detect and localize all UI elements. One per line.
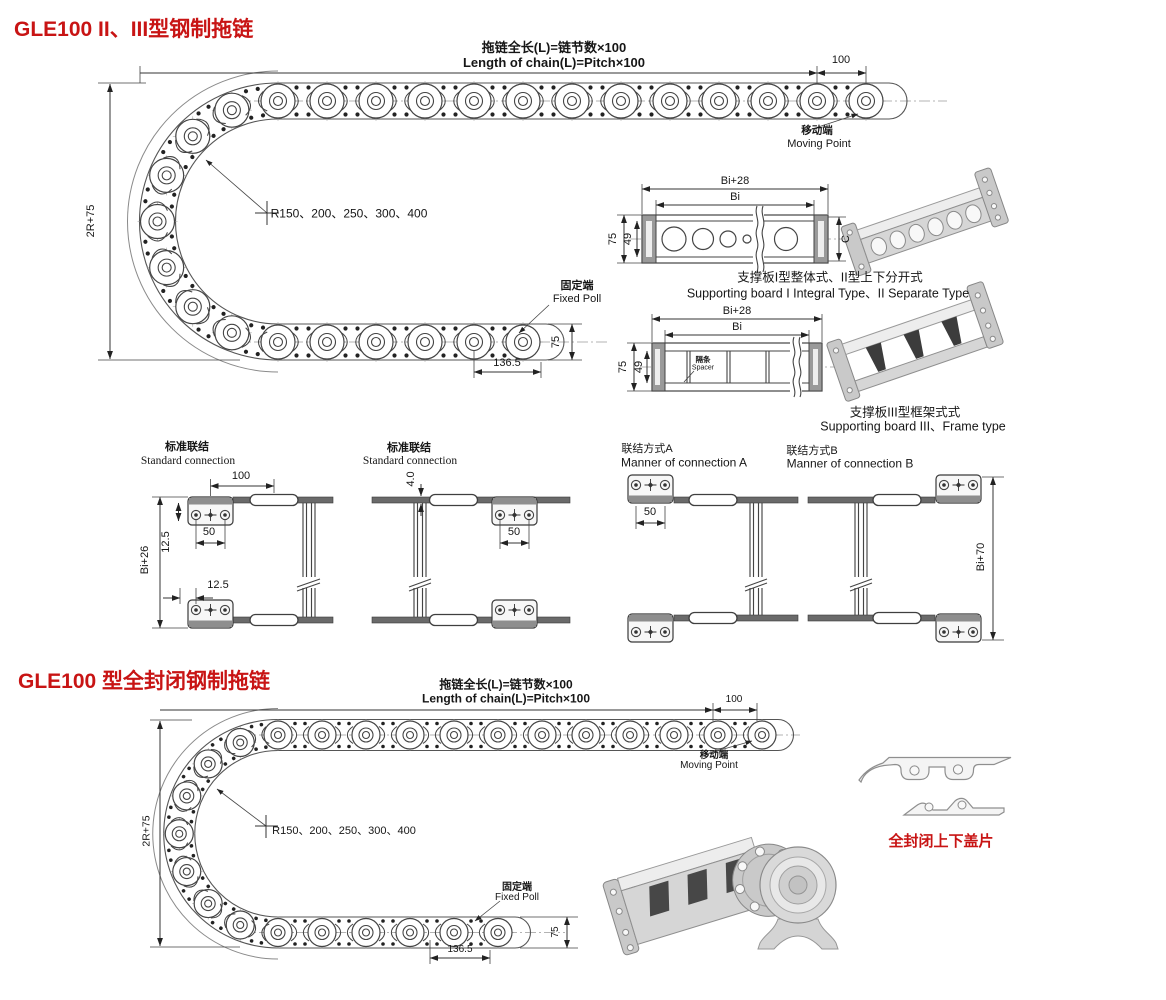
dim-pitch-100: 100 [831,54,851,67]
manner-b-cn: 联结方式B [786,445,838,458]
cs1-caption-cn: 支撑板I型整体式、II型上下分开式 [737,270,923,285]
cross-section-type3 [627,314,835,398]
cross-section-type1 [617,184,846,273]
dim-125-rot: 12.5 [160,531,173,553]
dim-136-5-2: 136.5 [447,943,473,955]
photo-support-board-integral [840,167,1009,277]
dim-40: 4.0 [405,471,418,487]
cs2-dim-bi28: Bi+28 [722,305,752,318]
photo-enclosed-chain [602,836,839,956]
cs1-dim-c: C [840,235,853,243]
cs2-dim-bi: Bi [732,321,742,334]
bend-radii-note: R150、200、250、300、400 [270,206,428,221]
fixed-point-en-2: Fixed Poll [495,891,539,903]
chain-length-label-en: Length of chain(L)=Pitch×100 [462,55,646,71]
cover-caption: 全封闭上下盖片 [888,833,994,851]
moving-point-en-2: Moving Point [680,759,738,771]
chain-length-label-en-2: Length of chain(L)=Pitch×100 [421,691,591,706]
photo-support-board-frame [826,281,1004,402]
moving-point-en: Moving Point [787,138,851,151]
std-connection-1-en: Standard connection [140,454,236,467]
chain-length-label-cn: 拖链全长(L)=链节数×100 [481,40,627,56]
dim-bi70: Bi+70 [975,542,988,572]
cs2-dim-75: 75 [617,360,630,374]
cover-profiles-drawing [858,756,1012,816]
std-connection-2-en: Standard connection [362,454,458,467]
moving-point-cn: 移动端 [801,124,833,137]
chain-length-label-cn-2: 拖链全长(L)=链节数×100 [439,677,573,692]
cs2-spacer-cn: 隔条 [695,355,711,365]
dim-50-d2: 50 [507,526,521,539]
cs2-spacer-en: Spacer [691,364,715,372]
diagram-connection-manner-a [627,474,799,643]
dim-100-connection: 100 [231,470,251,483]
cs2-caption-en: Supporting board III、Frame type [820,419,1006,434]
manner-a-en: Manner of connection A [620,455,748,470]
dim-75-2: 75 [549,926,561,938]
chain-drawing-top [127,70,947,373]
bend-radii-note-2: R150、200、250、300、400 [272,825,416,838]
dim-50-d1: 50 [202,526,216,539]
cs1-dim-49: 49 [622,232,635,246]
cs1-dim-bi28: Bi+28 [720,175,750,188]
cs1-caption-en: Supporting board I Integral Type、II Sepa… [686,286,970,301]
dimensions-top-chain [98,66,867,378]
cs1-dim-bi: Bi [730,191,740,204]
manner-a-cn: 联结方式A [621,443,673,456]
dim-2r75-2: 2R+75 [140,815,153,847]
cs2-caption-cn: 支撑板III型框架式式 [849,405,961,420]
cs2-dim-49: 49 [633,360,646,374]
chain-drawing-bottom [152,708,800,960]
dim-125-h: 12.5 [207,579,229,592]
diagram-connection-manner-b [807,474,1004,643]
fixed-point-cn-2: 固定端 [502,881,532,893]
page-title-top: GLE100 II、III型钢制拖链 [14,17,254,41]
manner-b-en: Manner of connection B [786,456,914,471]
dim-75: 75 [550,335,563,349]
std-connection-1-cn: 标准联结 [165,441,209,454]
dim-bi26: Bi+26 [139,545,152,575]
dimensions-bottom-chain [150,703,758,964]
dim-50-a: 50 [643,506,657,519]
page-title-bottom: GLE100 型全封闭钢制拖链 [18,669,271,693]
fixed-point-en: Fixed Poll [552,293,602,306]
moving-point-cn-2: 移动端 [699,750,729,762]
dim-136-5: 136.5 [493,357,521,370]
diagram-standard-connection-2 [371,484,571,629]
dim-pitch-100-2: 100 [725,693,743,705]
dim-2r75: 2R+75 [85,204,98,238]
fixed-point-cn: 固定端 [560,280,594,293]
std-connection-2-cn: 标准联结 [387,442,431,455]
diagram-standard-connection-1 [152,479,334,629]
cs1-dim-75: 75 [607,232,620,246]
